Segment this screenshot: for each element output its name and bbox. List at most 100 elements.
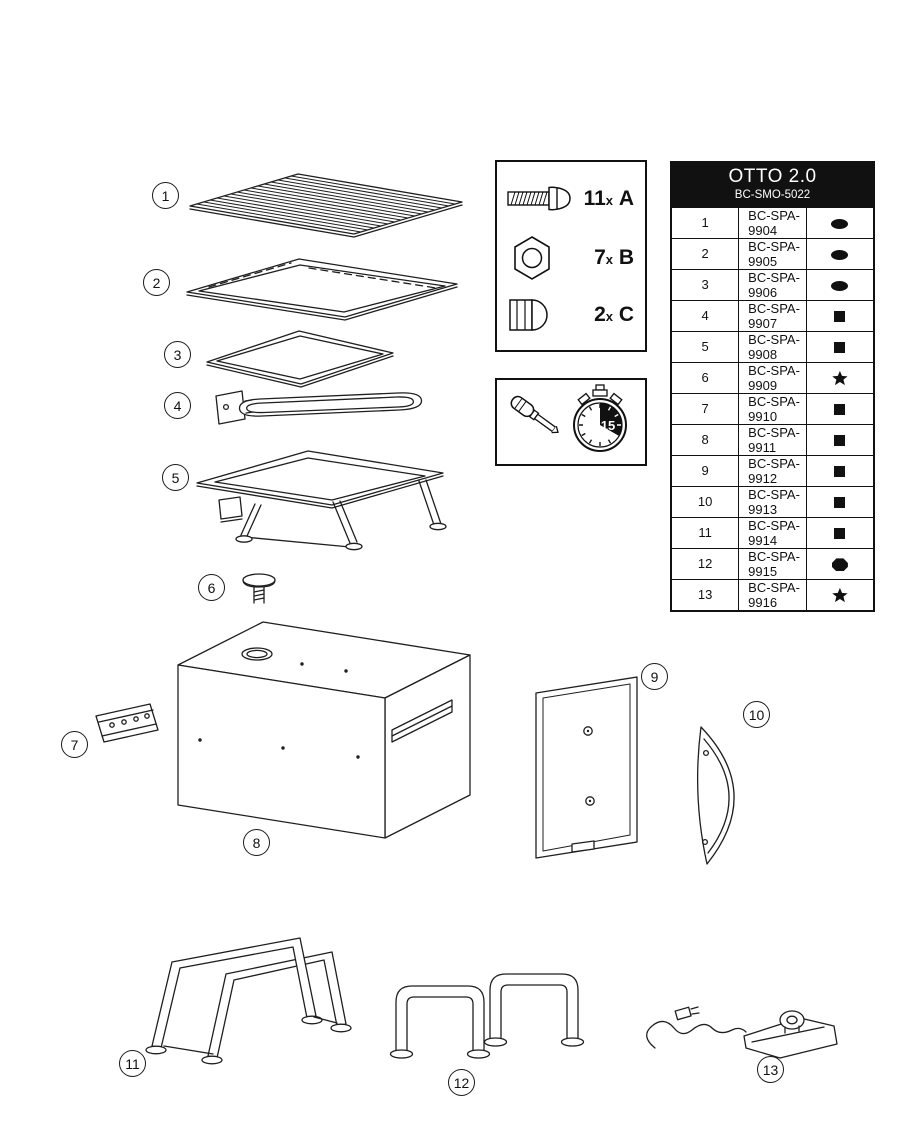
part-code: BC-SPA-9910	[738, 392, 807, 425]
part-shape-icon	[834, 342, 846, 354]
part-code: BC-SPA-9909	[738, 361, 807, 394]
screw-icon	[505, 178, 579, 220]
part-shape-icon	[834, 528, 846, 540]
callout-2: 2	[143, 269, 170, 296]
part-8-smoker-body-drawing	[177, 621, 471, 839]
part-shape-icon	[834, 497, 846, 509]
part-icon-cell	[805, 423, 875, 456]
part-code: BC-SPA-9908	[738, 330, 807, 363]
callout-number: 9	[650, 668, 659, 685]
hardware-label: A	[618, 187, 634, 210]
callout-12: 12	[448, 1069, 475, 1096]
part-code: BC-SPA-9915	[738, 547, 807, 580]
part-shape-icon	[832, 370, 848, 386]
stopwatch-icon: 15	[567, 383, 633, 462]
hardware-item-a: 11x A	[505, 178, 637, 220]
part-code: BC-SPA-9916	[738, 578, 807, 612]
callout-number: 5	[171, 469, 180, 486]
cap-nut-icon	[505, 296, 579, 334]
callout-13: 13	[757, 1056, 784, 1083]
part-3-water-tray-drawing	[206, 330, 394, 388]
part-code: BC-SPA-9911	[738, 423, 807, 456]
part-shape-icon	[831, 280, 849, 291]
callout-number: 3	[173, 346, 182, 363]
callout-number: 4	[173, 397, 182, 414]
callout-11: 11	[119, 1050, 146, 1077]
part-number: 7	[670, 392, 740, 425]
callout-number: 12	[453, 1074, 470, 1091]
part-7-mounting-bracket-drawing	[95, 703, 159, 743]
hex-nut-icon	[505, 234, 579, 282]
part-icon-cell	[805, 330, 875, 363]
part-12-handles-drawing	[389, 973, 585, 1059]
hardware-count: 11x	[583, 187, 613, 210]
table-header: OTTO 2.0 BC-SMO-5022	[670, 161, 875, 208]
part-code: BC-SPA-9912	[738, 454, 807, 487]
callout-number: 8	[252, 834, 261, 851]
part-shape-icon	[834, 466, 846, 478]
part-shape-icon	[831, 558, 848, 572]
part-10-side-shield-drawing	[697, 726, 735, 865]
hardware-item-b: 7x B	[505, 234, 637, 282]
part-code: BC-SPA-9905	[738, 237, 807, 270]
part-icon-cell	[805, 361, 875, 394]
part-5-burner-frame-drawing	[196, 450, 447, 551]
part-number: 11	[670, 516, 740, 549]
callout-8: 8	[243, 829, 270, 856]
part-icon-cell	[805, 485, 875, 518]
part-code: BC-SPA-9904	[738, 206, 807, 239]
part-number: 1	[670, 206, 740, 239]
part-shape-icon	[831, 218, 849, 229]
part-icon-cell	[805, 206, 875, 239]
part-shape-icon	[834, 311, 846, 323]
part-icon-cell	[805, 392, 875, 425]
part-shape-icon	[834, 404, 846, 416]
part-number: 8	[670, 423, 740, 456]
part-1-cooking-grate-drawing	[189, 173, 463, 238]
part-icon-cell	[805, 268, 875, 301]
callout-number: 1	[161, 187, 170, 204]
callout-7: 7	[61, 731, 88, 758]
part-number: 4	[670, 299, 740, 332]
callout-4: 4	[164, 392, 191, 419]
hardware-label: B	[618, 246, 634, 269]
product-model: BC-SMO-5022	[734, 188, 811, 201]
part-number: 10	[670, 485, 740, 518]
callout-6: 6	[198, 574, 225, 601]
part-shape-icon	[831, 249, 849, 260]
part-code: BC-SPA-9906	[738, 268, 807, 301]
part-13-thermostat-drawing	[646, 1006, 838, 1059]
callout-9: 9	[641, 663, 668, 690]
part-shape-icon	[832, 587, 848, 603]
callout-3: 3	[164, 341, 191, 368]
hardware-count: 7x	[594, 246, 613, 269]
hardware-box: 11x A 7x B 2x C	[495, 160, 647, 352]
part-6-vent-knob-drawing	[242, 573, 276, 604]
part-number: 5	[670, 330, 740, 363]
callout-number: 6	[207, 579, 216, 596]
part-shape-icon	[834, 435, 846, 447]
part-icon-cell	[805, 578, 875, 612]
screwdriver-icon	[509, 389, 567, 456]
part-number: 12	[670, 547, 740, 580]
part-2-drip-pan-drawing	[186, 258, 458, 321]
product-name: OTTO 2.0	[728, 166, 817, 187]
callout-number: 11	[125, 1055, 140, 1072]
part-11-legs-drawing	[145, 937, 352, 1065]
part-icon-cell	[805, 237, 875, 270]
part-4-heating-element-drawing	[215, 390, 423, 425]
part-number: 13	[670, 578, 740, 612]
callout-number: 10	[748, 706, 765, 723]
part-icon-cell	[805, 299, 875, 332]
callout-10: 10	[743, 701, 770, 728]
part-icon-cell	[805, 516, 875, 549]
